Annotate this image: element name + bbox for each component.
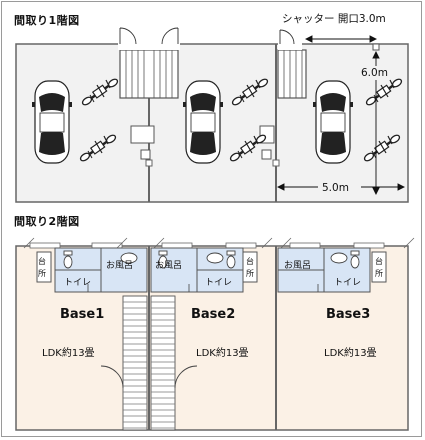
unit-name: Base3 xyxy=(326,307,370,322)
bath-label: お風呂 xyxy=(155,260,182,271)
car-icon xyxy=(31,80,73,164)
unit-area-label: LDK約13畳 xyxy=(324,346,377,359)
height-dimension xyxy=(372,50,380,196)
car-icon xyxy=(312,80,354,164)
kitchen-label-top: 台 xyxy=(38,256,46,266)
car-icon xyxy=(182,80,224,164)
width-dimension xyxy=(276,183,406,191)
toilet-label: トイレ xyxy=(205,278,232,288)
kitchen-label-top: 台 xyxy=(375,256,383,266)
floor2-heading: 間取り2階図 xyxy=(14,215,80,228)
floor1-heading: 間取り1階図 xyxy=(14,14,80,27)
shutter-label: シャッター 開口3.0m xyxy=(282,13,386,25)
kitchen-label-bottom: 所 xyxy=(38,268,46,278)
entrance-box-2 xyxy=(277,49,307,99)
unit-area-label: LDK約13畳 xyxy=(42,346,95,359)
width-label: 5.0m xyxy=(322,182,349,194)
height-label: 6.0m xyxy=(361,67,388,79)
bath-label: お風呂 xyxy=(106,260,133,271)
shutter-dimension xyxy=(304,35,378,43)
toilet-label: トイレ xyxy=(334,278,361,288)
unit-area-label: LDK約13畳 xyxy=(196,346,249,359)
entrance-box-1 xyxy=(119,49,179,99)
kitchen-label-bottom: 所 xyxy=(375,268,383,278)
staircase-2 xyxy=(150,295,176,431)
staircase-1 xyxy=(122,295,148,431)
kitchen-label-top: 台 xyxy=(246,256,254,266)
bath-label: お風呂 xyxy=(284,260,311,271)
unit-name: Base2 xyxy=(191,307,235,322)
kitchen-label-bottom: 所 xyxy=(246,268,254,278)
unit-name: Base1 xyxy=(60,307,104,322)
toilet-label: トイレ xyxy=(64,278,91,288)
